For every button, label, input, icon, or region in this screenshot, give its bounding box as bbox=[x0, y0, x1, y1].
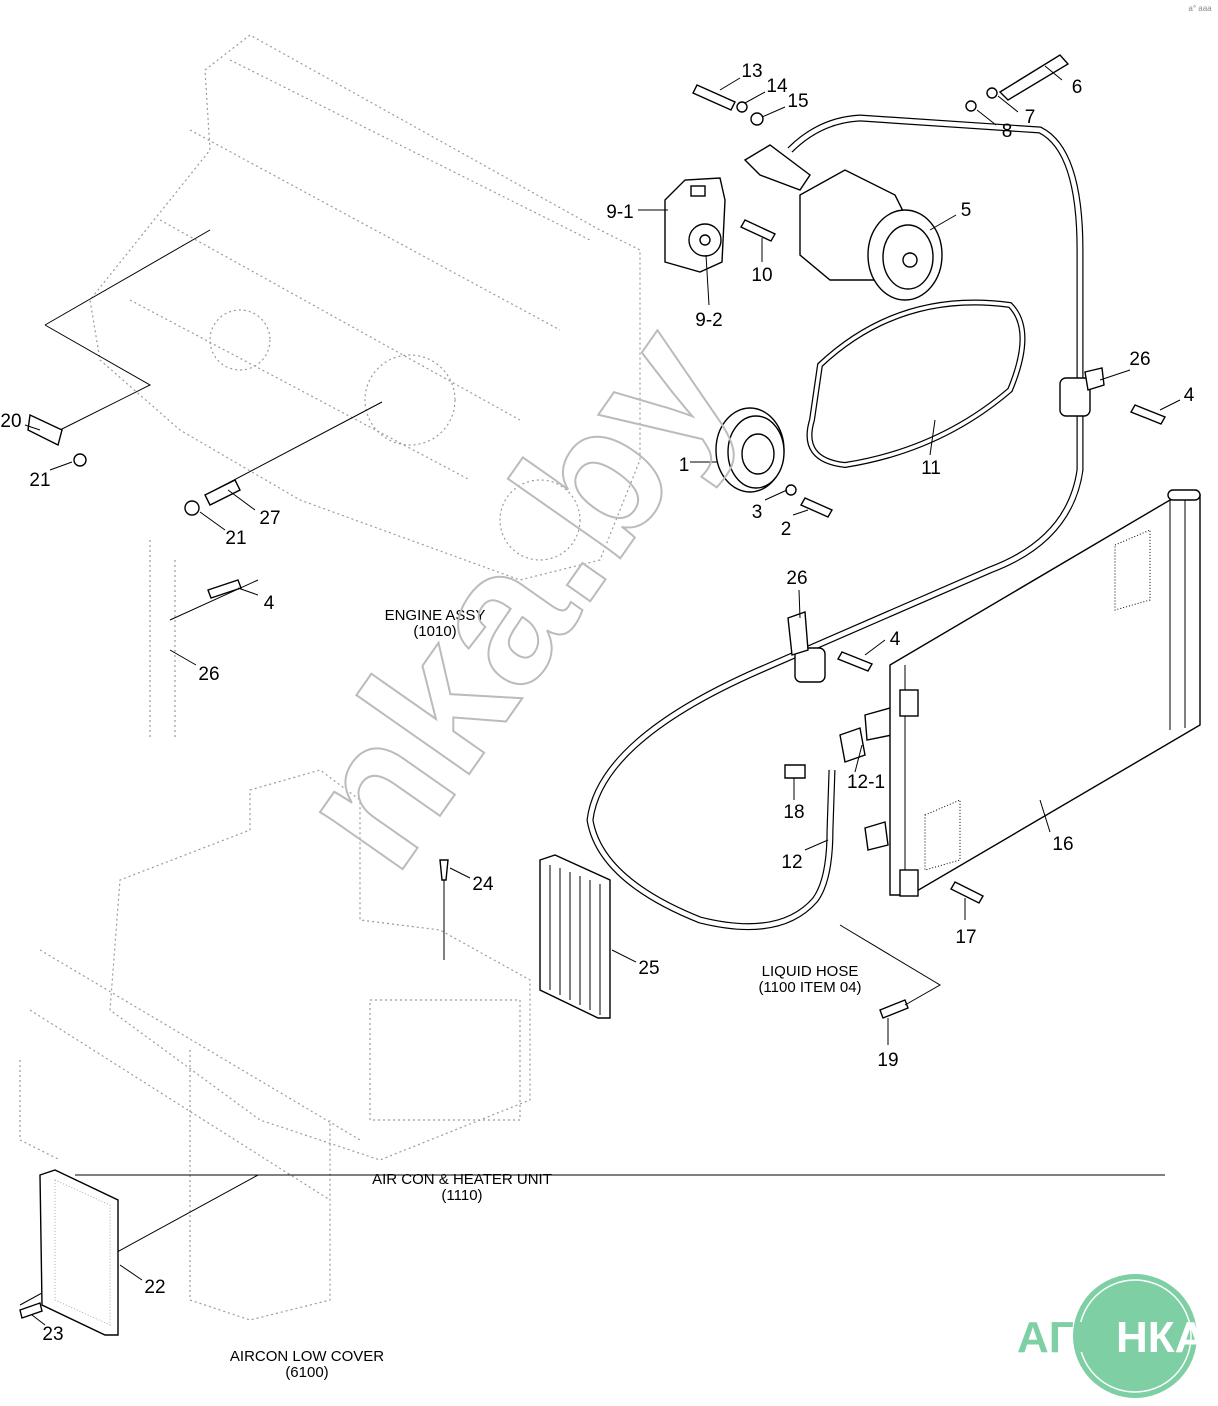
callout-17: 17 bbox=[955, 927, 976, 948]
callout-23: 23 bbox=[42, 1324, 63, 1345]
callout-10: 10 bbox=[751, 265, 772, 286]
liquid-hose-code: (1100 ITEM 04) bbox=[758, 979, 861, 996]
aircon-heater-ghost bbox=[19, 769, 531, 1321]
corner-mark: a° aaa bbox=[1188, 4, 1212, 13]
callout-27: 27 bbox=[259, 508, 280, 529]
aircon-cover-code: (6100) bbox=[285, 1364, 328, 1381]
callout-18: 18 bbox=[783, 802, 804, 823]
callout-1: 1 bbox=[679, 455, 690, 476]
callout-5: 5 bbox=[961, 200, 972, 221]
callout-4: 4 bbox=[264, 593, 275, 614]
logo-text-left: АГРО bbox=[1017, 1313, 1137, 1362]
callout-15: 15 bbox=[787, 91, 808, 112]
callout-26: 26 bbox=[1129, 349, 1150, 370]
aircon-heater-caption: AIR CON & HEATER UNIT bbox=[372, 1171, 552, 1188]
callout-8: 8 bbox=[1002, 121, 1013, 142]
callout-24: 24 bbox=[472, 874, 494, 895]
crank-pulley bbox=[715, 407, 785, 493]
bolts bbox=[19, 54, 1167, 1319]
callout-11: 11 bbox=[921, 458, 941, 479]
callout-7: 7 bbox=[1025, 107, 1036, 128]
condenser bbox=[864, 489, 1201, 897]
drive-belt bbox=[806, 299, 1026, 469]
callout-19: 19 bbox=[877, 1050, 898, 1071]
callout-3: 3 bbox=[752, 502, 763, 523]
callout-25: 25 bbox=[638, 958, 659, 979]
callout-4: 4 bbox=[1184, 385, 1195, 406]
callout-26: 26 bbox=[786, 568, 807, 589]
liquid-hose-caption: LIQUID HOSE bbox=[762, 963, 859, 980]
callout-21: 21 bbox=[225, 528, 246, 549]
aircon-low-cover bbox=[39, 1169, 119, 1336]
callout-12-1: 12-1 bbox=[847, 772, 885, 793]
callouts: 13 14 15 6 7 8 9-1 10 5 9-2 26 4 11 1 3 … bbox=[0, 61, 1194, 1345]
watermark: nka.by bbox=[255, 289, 774, 904]
callout-21: 21 bbox=[29, 470, 50, 491]
captions: ENGINE ASSY (1010) LIQUID HOSE (1100 ITE… bbox=[230, 607, 862, 1381]
callout-13: 13 bbox=[741, 61, 762, 82]
callout-6: 6 bbox=[1072, 77, 1083, 98]
callout-4: 4 bbox=[890, 629, 901, 650]
discharge-hose bbox=[586, 114, 1105, 931]
engine-assy-ghost bbox=[89, 34, 641, 740]
aircon-heater-code: (1110) bbox=[441, 1187, 482, 1204]
bracket bbox=[664, 177, 726, 273]
callout-9-2: 9-2 bbox=[695, 310, 722, 331]
callout-14: 14 bbox=[766, 76, 788, 97]
compressor bbox=[799, 169, 943, 301]
aircon-cover-caption: AIRCON LOW COVER bbox=[230, 1348, 384, 1365]
callout-22: 22 bbox=[144, 1277, 165, 1298]
callout-26: 26 bbox=[198, 664, 219, 685]
callout-20: 20 bbox=[0, 411, 21, 432]
agronka-logo: АГРО НКА bbox=[1017, 1274, 1206, 1398]
callout-2: 2 bbox=[781, 519, 792, 540]
callout-16: 16 bbox=[1052, 834, 1073, 855]
callout-12: 12 bbox=[781, 852, 802, 873]
engine-assy-caption: ENGINE ASSY bbox=[385, 607, 486, 624]
cabin-filter bbox=[539, 854, 611, 1019]
engine-assy-code: (1010) bbox=[413, 623, 456, 640]
callout-9-1: 9-1 bbox=[606, 202, 633, 223]
logo-text-right: НКА bbox=[1116, 1313, 1206, 1362]
